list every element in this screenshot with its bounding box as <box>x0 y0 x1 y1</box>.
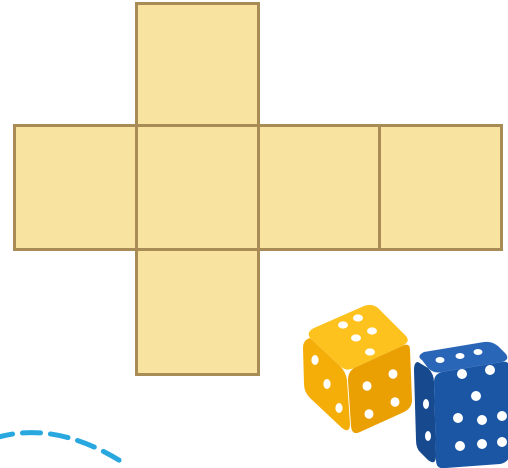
pip <box>457 369 467 379</box>
pip <box>497 437 507 447</box>
pip <box>423 399 429 409</box>
pip <box>353 314 363 321</box>
pip <box>363 381 372 391</box>
net-face-bottom <box>135 248 260 376</box>
pip <box>389 369 398 379</box>
pip <box>485 365 495 375</box>
pip <box>425 431 431 441</box>
pip <box>311 355 318 365</box>
pip <box>455 441 465 451</box>
blue-die-left-face <box>414 362 436 462</box>
pip <box>474 349 483 355</box>
net-face-top <box>135 2 260 127</box>
pip <box>323 379 330 389</box>
pip <box>453 413 463 423</box>
pip <box>338 321 348 328</box>
yellow-die <box>298 300 422 436</box>
pip <box>477 439 487 449</box>
net-face-far-right <box>378 124 503 251</box>
net-face-center <box>135 124 260 251</box>
pip <box>497 411 507 421</box>
pip <box>351 334 361 341</box>
pip <box>471 391 481 401</box>
pip <box>367 327 377 334</box>
pip <box>365 409 374 419</box>
pip <box>436 357 445 363</box>
pip <box>456 353 465 359</box>
blue-die <box>412 340 508 468</box>
net-face-left <box>13 124 138 251</box>
net-face-right <box>257 124 381 251</box>
dashed-arc <box>0 400 140 468</box>
pip <box>365 348 375 355</box>
pip <box>335 403 342 413</box>
pip <box>391 397 400 407</box>
blue-die-right-face <box>434 362 508 468</box>
pip <box>477 415 487 425</box>
